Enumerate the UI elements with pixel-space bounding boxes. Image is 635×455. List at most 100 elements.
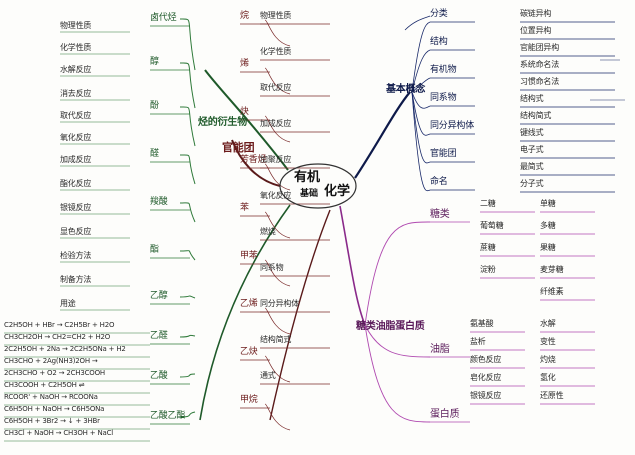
concept-node: 官能团 [430, 149, 457, 159]
branch-line [339, 205, 366, 326]
branch-line [264, 307, 291, 335]
concept-detail: 最简式 [520, 162, 544, 171]
concept-detail: 碳链异构 [520, 9, 552, 18]
hydrocarbon-node: 烷 [240, 11, 249, 21]
biomolecule-detail: 多糖 [540, 221, 556, 230]
concept-detail: 官能团异构 [520, 43, 559, 52]
concept-detail: 位置异构 [520, 26, 552, 35]
equation-text: RCOOR' + NaOH → RCOONa [4, 393, 98, 401]
equation-text: CH3Cl + NaOH → CH3OH + NaCl [4, 429, 114, 437]
biomolecule-detail: 氢化 [540, 373, 556, 382]
hydrocarbon-node: 甲烷 [240, 395, 258, 405]
branch-line [179, 250, 196, 261]
biomolecule-node: 油脂 [430, 344, 450, 355]
branch-line [264, 163, 291, 191]
biomolecule-detail: 灼烧 [540, 355, 556, 364]
branch-line [179, 295, 196, 299]
biomolecule-detail: 葡萄糖 [480, 221, 504, 230]
center-line3: 基础 [300, 189, 319, 199]
derivative-detail: 银镜反应 [60, 203, 92, 212]
derivative-node: 乙酸 [150, 371, 168, 381]
hydrocarbon-node: 乙烯 [240, 299, 258, 309]
hydrocarbon-node: 苯 [240, 203, 249, 213]
branch-line [204, 69, 289, 171]
branch-line [264, 19, 291, 47]
hydrocarbon-detail: 同系物 [260, 263, 284, 272]
hydrocarbon-node: 烯 [240, 59, 249, 69]
hub-hydrocarbon: 官能团 [222, 141, 255, 154]
equation-text: C2H5OH + HBr → C2H5Br + H2O [4, 321, 115, 329]
branch-line [411, 91, 431, 136]
biomolecule-detail: 蔗糖 [480, 243, 496, 252]
concept-detail: 键线式 [520, 128, 544, 137]
biomolecule-detail: 盐析 [470, 337, 486, 346]
hydrocarbon-node: 炔 [240, 107, 249, 117]
concept-detail: 分子式 [520, 179, 544, 188]
concept-node: 分类 [430, 9, 448, 19]
derivative-detail: 氧化反应 [60, 133, 92, 142]
branch-line [179, 411, 196, 418]
biomolecule-detail: 变性 [540, 337, 556, 346]
branch-line [199, 204, 291, 421]
branch-line [269, 209, 331, 421]
derivative-node: 酯 [150, 245, 159, 255]
center-line1: 有机 [294, 170, 321, 185]
derivative-detail: 用途 [60, 299, 76, 308]
hub-derivative: 烃的衍生物 [198, 117, 247, 128]
equation-text: CH3CH2OH → CH2=CH2 + H2O [4, 333, 111, 341]
biomolecule-detail: 二糖 [480, 199, 496, 208]
branch-line [411, 77, 431, 93]
equation-text: CH3COOH + C2H5OH ⇌ [4, 381, 85, 389]
branch-line [411, 91, 431, 164]
derivative-node: 乙醇 [150, 291, 168, 301]
hub-lipids: 糖类油脂蛋白质 [356, 321, 425, 332]
derivative-detail: 化学性质 [60, 43, 92, 52]
center-topic: 有机 化学 基础 [278, 160, 358, 212]
biomolecule-detail: 颜色反应 [470, 355, 502, 364]
derivative-detail: 加成反应 [60, 155, 92, 164]
biomolecule-detail: 单糖 [540, 199, 556, 208]
hydrocarbon-detail: 化学性质 [260, 47, 292, 56]
branch-line [264, 259, 291, 287]
hub-basic-concepts: 基本概念 [386, 84, 426, 95]
biomolecule-detail: 果糖 [540, 243, 556, 252]
biomolecule-detail: 淀粉 [480, 265, 496, 274]
branch-line [264, 355, 291, 383]
hydrocarbon-detail: 加聚反应 [260, 155, 292, 164]
hydrocarbon-node: 甲苯 [240, 251, 258, 261]
biomolecule-node: 蛋白质 [430, 409, 460, 420]
branch-line [179, 106, 196, 147]
concept-detail: 电子式 [520, 145, 544, 154]
hydrocarbon-detail: 物理性质 [260, 11, 292, 20]
concept-node: 同分异构体 [430, 121, 475, 131]
derivative-node: 乙酸乙酯 [150, 411, 186, 421]
branch-line [179, 334, 196, 338]
branch-line [264, 403, 291, 431]
derivative-detail: 取代反应 [60, 111, 92, 120]
branch-line [364, 324, 431, 358]
equation-text: CH3CHO + 2Ag(NH3)2OH → [4, 357, 98, 365]
branch-line [411, 91, 431, 192]
derivative-node: 酚 [150, 101, 159, 111]
hydrocarbon-detail: 氧化反应 [260, 191, 292, 200]
biomolecule-detail: 氨基酸 [470, 319, 494, 328]
derivative-detail: 酯化反应 [60, 179, 92, 188]
derivative-node: 醛 [150, 149, 159, 159]
branch-line [364, 324, 431, 423]
equation-text: C6H5OH + NaOH → C6H5ONa [4, 405, 105, 413]
branch-line [411, 91, 431, 109]
biomolecule-detail: 麦芽糖 [540, 265, 564, 274]
biomolecule-detail: 银镜反应 [470, 391, 502, 400]
branch-line [354, 91, 411, 179]
concept-detail: 习惯命名法 [520, 77, 559, 86]
concept-detail: 结构式 [520, 94, 544, 103]
hydrocarbon-detail: 同分异构体 [260, 299, 299, 308]
concept-node: 命名 [430, 177, 448, 187]
branch-line [179, 18, 196, 71]
derivative-detail: 水解反应 [60, 65, 92, 74]
hydrocarbon-detail: 通式 [260, 371, 276, 380]
concept-detail: 系统命名法 [520, 60, 559, 69]
biomolecule-detail: 水解 [540, 319, 556, 328]
